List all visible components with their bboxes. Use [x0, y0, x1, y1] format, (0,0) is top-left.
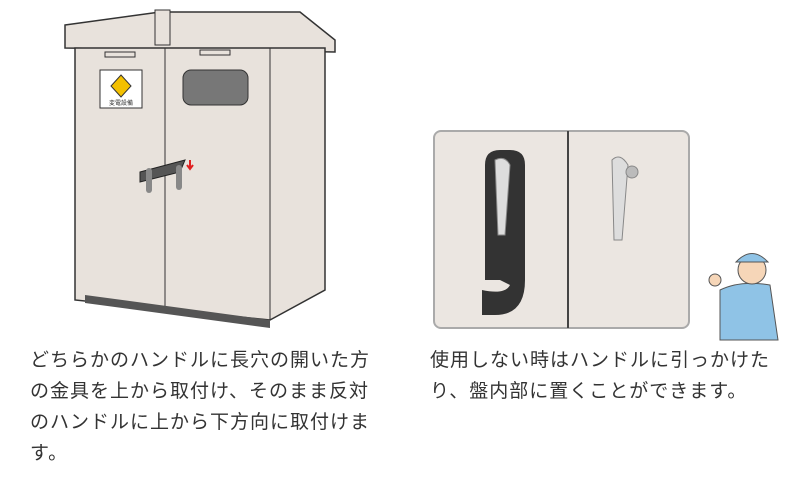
handle-panel — [433, 130, 690, 329]
handle-right — [611, 156, 629, 241]
down-arrow-icon — [186, 160, 194, 171]
handle-left — [494, 157, 511, 236]
sign-label: 変電設備 — [109, 99, 133, 107]
warning-diamond-icon — [110, 74, 132, 98]
thumbs-up-icon — [708, 273, 722, 287]
right-caption: 使用しない時はハンドルに引っかけたり、盤内部に置くことができます。 — [430, 349, 771, 402]
left-caption: どちらかのハンドルに長穴の開いた方の金具を上から取付け、そのまま反対のハンドルに… — [30, 349, 371, 464]
cabinet-illustration: 変電設備 — [64, 9, 336, 328]
worker-illustration — [708, 253, 779, 341]
